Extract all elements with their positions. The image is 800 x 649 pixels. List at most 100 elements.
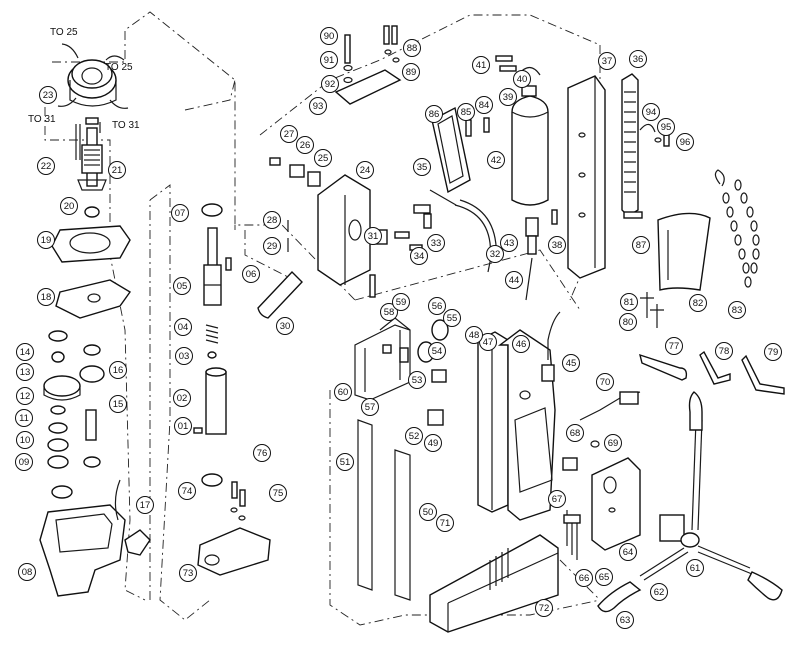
callout-bubble <box>16 431 34 449</box>
callout-95: 95 <box>657 118 675 136</box>
callout-number: 13 <box>20 367 31 378</box>
callout-bubble <box>179 564 197 582</box>
callout-bubble <box>178 482 196 500</box>
callout-number: 06 <box>246 269 257 280</box>
callout-88: 88 <box>403 39 421 57</box>
callout-number: 85 <box>461 107 472 118</box>
callout-number: 81 <box>624 297 635 308</box>
callout-number: 83 <box>732 305 743 316</box>
callout-number: 52 <box>409 431 420 442</box>
callout-03: 03 <box>175 347 193 365</box>
callout-number: 47 <box>483 337 494 348</box>
callout-number: 41 <box>476 60 487 71</box>
callout-number: 69 <box>608 438 619 449</box>
callout-number: 68 <box>570 428 581 439</box>
callout-78: 78 <box>715 342 733 360</box>
callout-80: 80 <box>619 313 637 331</box>
callout-bubble <box>472 56 490 74</box>
main-column <box>477 329 556 521</box>
callout-bubble <box>39 86 57 104</box>
callout-number: 78 <box>719 346 730 357</box>
callout-28: 28 <box>263 211 281 229</box>
callout-34: 34 <box>410 247 428 265</box>
callout-bubble <box>575 569 593 587</box>
callout-10: 10 <box>16 431 34 449</box>
callout-bubble <box>16 387 34 405</box>
callout-bubble <box>403 39 421 57</box>
callout-bubble <box>296 136 314 154</box>
callout-bubble <box>475 96 493 114</box>
callout-83: 83 <box>728 301 746 319</box>
callout-number: 22 <box>41 161 52 172</box>
callout-65: 65 <box>595 568 613 586</box>
callout-bubble <box>457 103 475 121</box>
callout-bubble <box>566 424 584 442</box>
callout-number: 25 <box>318 153 329 164</box>
callout-96: 96 <box>676 133 694 151</box>
callout-94: 94 <box>642 103 660 121</box>
callout-39: 39 <box>499 88 517 106</box>
callout-bubble <box>562 354 580 372</box>
callout-bubble <box>309 97 327 115</box>
callout-bubble <box>37 288 55 306</box>
callout-91: 91 <box>320 51 338 69</box>
callout-number: 05 <box>177 281 188 292</box>
callout-16: 16 <box>109 361 127 379</box>
callout-55: 55 <box>443 309 461 327</box>
callout-bubble <box>269 484 287 502</box>
callout-48: 48 <box>465 326 483 344</box>
callout-59: 59 <box>392 293 410 311</box>
callout-number: 39 <box>503 92 514 103</box>
callout-75: 75 <box>269 484 287 502</box>
callout-bubble <box>513 70 531 88</box>
callout-number: 09 <box>19 457 30 468</box>
callout-bubble <box>686 559 704 577</box>
callout-bubble <box>425 105 443 123</box>
chip-guard <box>657 212 711 291</box>
callout-bubble <box>413 158 431 176</box>
feed-handle <box>597 391 783 613</box>
callout-number: 29 <box>267 241 278 252</box>
callout-bubble <box>173 389 191 407</box>
callout-bubble <box>280 125 298 143</box>
callout-number: 26 <box>300 140 311 151</box>
callout-bubble <box>16 343 34 361</box>
callout-number: 31 <box>368 231 379 242</box>
callout-bubble <box>253 444 271 462</box>
callout-bubble <box>487 151 505 169</box>
magnetic-base <box>429 534 559 633</box>
callout-number: 42 <box>491 155 502 166</box>
callout-number: 77 <box>669 341 680 352</box>
callout-21: 21 <box>108 161 126 179</box>
callout-12: 12 <box>16 387 34 405</box>
callout-73: 73 <box>179 564 197 582</box>
cover-plate <box>591 457 641 551</box>
callout-93: 93 <box>309 97 327 115</box>
callout-number: 57 <box>365 402 376 413</box>
callout-number: 01 <box>178 421 189 432</box>
callout-bubble <box>499 88 517 106</box>
callout-bubble <box>314 149 332 167</box>
callout-84: 84 <box>475 96 493 114</box>
callout-number: 60 <box>338 387 349 398</box>
callout-number: 58 <box>384 307 395 318</box>
callout-19: 19 <box>37 231 55 249</box>
callout-bubble <box>676 133 694 151</box>
callout-42: 42 <box>487 151 505 169</box>
callout-bubble <box>392 293 410 311</box>
callout-bubble <box>174 417 192 435</box>
callout-number: 56 <box>432 301 443 312</box>
callout-74: 74 <box>178 482 196 500</box>
callout-11: 11 <box>15 409 33 427</box>
callout-bubble <box>596 373 614 391</box>
callout-bubble <box>595 568 613 586</box>
callout-bubble <box>535 599 553 617</box>
callout-bubble <box>109 395 127 413</box>
callout-54: 54 <box>428 342 446 360</box>
callout-number: 38 <box>552 240 563 251</box>
callout-number: 92 <box>325 79 336 90</box>
callout-67: 67 <box>548 490 566 508</box>
spindle-assembly <box>193 203 232 487</box>
callout-32: 32 <box>486 245 504 263</box>
callout-bubble <box>37 231 55 249</box>
